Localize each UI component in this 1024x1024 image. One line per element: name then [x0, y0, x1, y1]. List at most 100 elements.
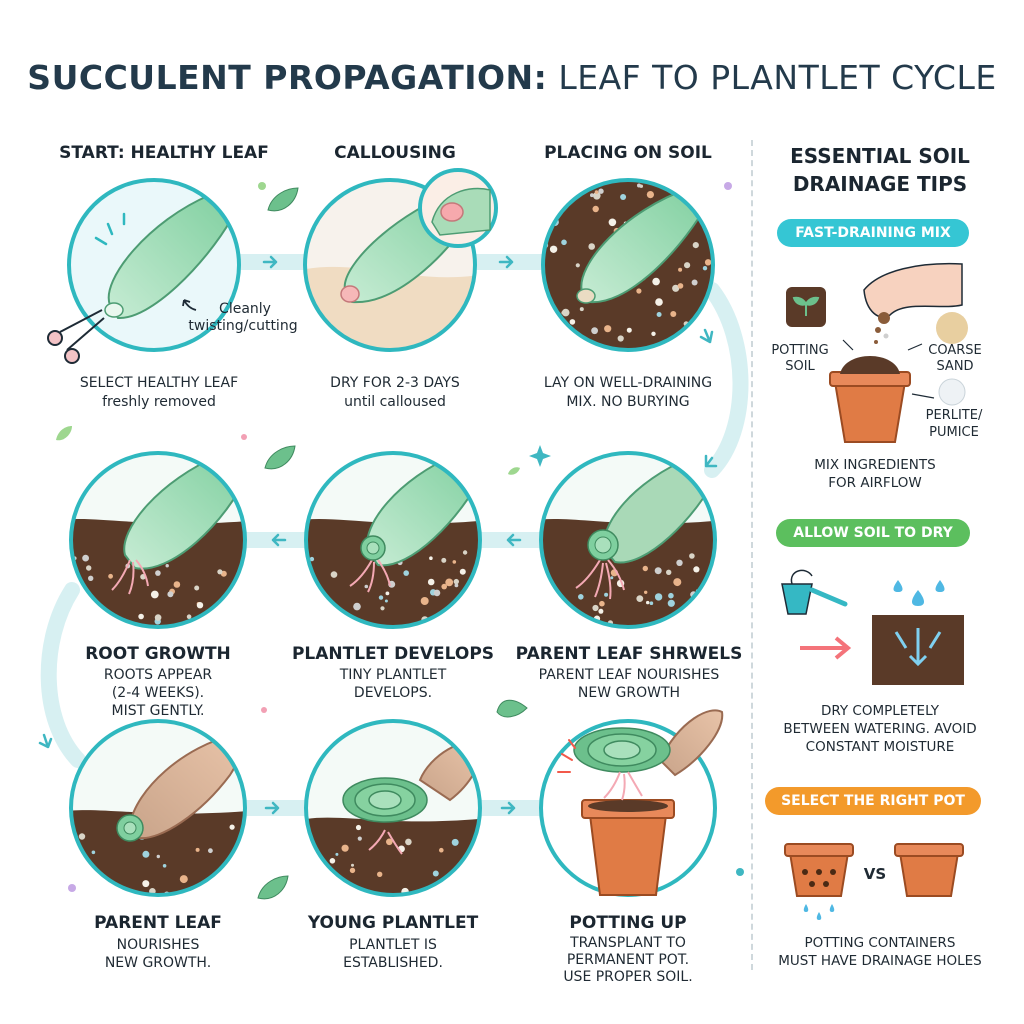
soil-speck [561, 239, 567, 246]
soil-speck [546, 193, 554, 202]
soil-speck [355, 824, 362, 831]
soil-speck [561, 308, 570, 317]
potting-soil-label-line2: SOIL [785, 359, 815, 374]
soil-speck [453, 578, 459, 585]
soil-speck [637, 183, 641, 188]
soil-speck [677, 283, 684, 289]
step2-illustration [303, 168, 498, 352]
title-bold: SUCCULENT PROPAGATION: [27, 58, 548, 97]
step6-illustration [539, 451, 717, 629]
soil-speck [212, 614, 219, 621]
soil-speck [186, 614, 192, 619]
soil-speck [684, 626, 689, 627]
soil-speck [604, 592, 609, 597]
step3-desc-line2: MIX. NO BURYING [566, 394, 690, 410]
soil-speck [364, 584, 369, 589]
soil-speck [684, 262, 691, 269]
soil-speck [575, 263, 580, 268]
tip-fast-draining-desc-line2: FOR AIRFLOW [828, 475, 922, 491]
soil-speck [353, 602, 361, 611]
soil-speck [598, 608, 604, 614]
soil-speck [678, 267, 683, 272]
step2-desc-line2: until calloused [344, 394, 446, 410]
step5-desc-line1: TINY PLANTLET [339, 667, 447, 683]
soil-speck [439, 847, 444, 853]
fast-draining-mix-illustration [786, 262, 968, 443]
tip-allow-dry-desc-line2: BETWEEN WATERING. AVOID [783, 721, 977, 737]
soil-speck [91, 850, 96, 855]
select-pot-illustration [784, 843, 964, 920]
soil-speck [88, 575, 94, 581]
perlite-label-line1: PERLITE/ [925, 408, 983, 423]
soil-speck [593, 192, 601, 200]
tip-fast-draining-badge: FAST-DRAINING MIX [777, 219, 969, 247]
soil-speck [445, 578, 454, 587]
soil-speck [636, 595, 644, 602]
sidebar-heading-line1: ESSENTIAL SOIL [790, 144, 970, 168]
step8-illustration [304, 719, 482, 897]
soil-speck [341, 844, 349, 852]
soil-speck [142, 880, 150, 888]
soil-speck [549, 245, 558, 253]
step6-desc-line2: NEW GROWTH [577, 685, 681, 701]
step1-desc-line2: freshly removed [102, 394, 216, 410]
soil-speck [702, 266, 708, 271]
soil-speck [468, 614, 476, 622]
soil-speck [427, 578, 435, 586]
soil-speck [235, 851, 241, 857]
step4-heading: ROOT GROWTH [85, 644, 231, 664]
soil-speck [673, 578, 682, 587]
soil-speck [592, 604, 599, 612]
soil-speck [441, 557, 447, 563]
tip-allow-dry-desc-line1: DRY COMPLETELY [820, 703, 940, 719]
soil-speck [320, 874, 326, 880]
soil-speck [594, 190, 599, 194]
soil-speck [86, 565, 92, 571]
soil-speck [420, 597, 429, 605]
soil-speck [568, 189, 575, 196]
soil-speck [403, 570, 410, 576]
soil-speck [451, 838, 459, 846]
soil-speck [351, 863, 354, 867]
soil-speck [670, 311, 677, 317]
soil-speck [138, 613, 144, 620]
step4-desc-line3: MIST GENTLY. [111, 703, 205, 719]
tip-fast-draining-desc-line1: MIX INGREDIENTS [814, 457, 936, 473]
soil-speck [453, 889, 458, 894]
step3-desc-line1: LAY ON WELL-DRAINING [543, 375, 713, 391]
soil-speck [667, 599, 675, 607]
soil-speck [646, 191, 655, 199]
soil-speck [591, 327, 598, 335]
soil-speck [454, 873, 462, 881]
soil-speck [213, 881, 217, 885]
soil-speck [384, 599, 388, 603]
sidebar-heading-line2: DRAINAGE TIPS [792, 172, 968, 196]
soil-speck [431, 886, 438, 894]
soil-speck [330, 571, 338, 578]
step8-heading: YOUNG PLANTLET [307, 913, 479, 933]
soil-speck [644, 590, 648, 594]
soil-speck [441, 583, 448, 590]
soil-speck [208, 848, 213, 854]
soil-speck [692, 242, 699, 249]
soil-speck [694, 319, 702, 327]
step8-desc-line2: ESTABLISHED. [343, 955, 443, 971]
soil-speck [456, 881, 461, 886]
step9-desc-line3: USE PROPER SOIL. [563, 969, 693, 985]
soil-speck [155, 570, 161, 576]
soil-speck [212, 883, 219, 890]
soil-speck [694, 612, 698, 616]
soil-speck [649, 601, 654, 605]
sidebar-divider [751, 140, 753, 970]
soil-speck [335, 852, 339, 856]
step8-desc-line1: PLANTLET IS [349, 937, 437, 953]
soil-speck [357, 836, 362, 841]
soil-speck [454, 583, 459, 588]
coarse-sand-label-line2: SAND [936, 359, 974, 374]
soil-speck [543, 193, 546, 197]
soil-speck [386, 838, 393, 846]
soil-speck [636, 288, 642, 294]
soil-speck [236, 849, 244, 858]
step9-illustration [539, 709, 724, 897]
soil-speck [654, 593, 663, 601]
